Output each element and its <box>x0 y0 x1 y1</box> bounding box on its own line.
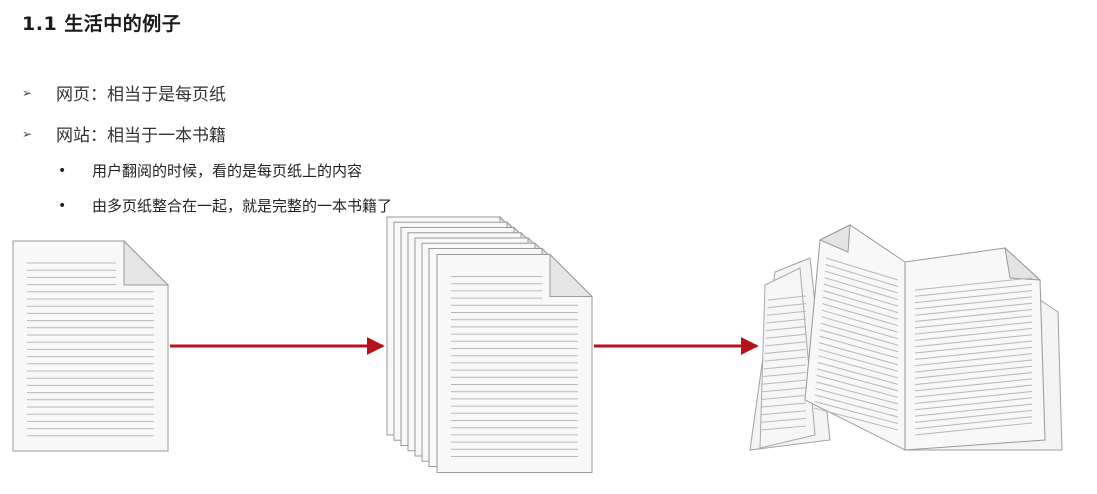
book-text-line <box>815 387 899 411</box>
book-text-line <box>765 341 807 347</box>
sub-bullet-book: • 由多页纸整合在一起，就是完整的一本书籍了 <box>58 195 392 216</box>
arrow-bullet-icon: ➢ <box>22 126 33 141</box>
book-text-line <box>816 368 899 392</box>
bullet-website: ➢ 网站：相当于一本书籍 <box>22 121 226 146</box>
book-text-line <box>813 407 899 431</box>
book-text-line <box>914 315 1033 329</box>
book-text-line <box>819 342 899 366</box>
book-text-line <box>914 296 1033 310</box>
book-text-line <box>818 348 899 372</box>
book-text-line <box>824 277 899 301</box>
book-text-line <box>761 394 807 400</box>
book-text-line <box>823 290 899 314</box>
book-text-line <box>764 349 807 355</box>
book-text-line <box>762 379 807 385</box>
book-text-line <box>817 361 899 385</box>
book-text-line <box>914 372 1033 386</box>
book-text-line <box>763 364 807 370</box>
open-book-icon <box>749 224 1063 451</box>
book-text-line <box>914 378 1033 392</box>
book-text-line <box>764 356 807 362</box>
book-text-line <box>814 400 899 424</box>
book-text-line <box>814 394 899 418</box>
bullet-webpage: ➢ 网页：相当于是每页纸 <box>22 80 226 105</box>
book-text-line <box>822 303 899 327</box>
book-text-line <box>914 346 1033 360</box>
book-text-line <box>819 335 899 359</box>
book-text-line <box>914 353 1033 367</box>
book-text-line <box>762 387 807 393</box>
page-title: 1.1 生活中的例子 <box>22 13 182 35</box>
book-text-line <box>914 416 1033 430</box>
book-text-line <box>914 365 1033 379</box>
book-right-page <box>904 247 1046 451</box>
book-text-line <box>914 397 1033 411</box>
book-text-line <box>763 371 807 377</box>
book-text-line <box>914 340 1033 354</box>
book-text-line <box>821 316 899 340</box>
book-text-line <box>825 257 899 281</box>
book-text-line <box>914 359 1033 373</box>
book-text-line <box>914 327 1033 341</box>
book-text-line <box>914 403 1033 417</box>
book-text-line <box>914 283 1033 297</box>
book-text-line <box>815 381 899 405</box>
book-text-line <box>914 390 1033 404</box>
book-text-line <box>766 318 807 324</box>
document-icon <box>12 239 170 452</box>
book-left-fold <box>818 224 851 253</box>
book-text-line <box>766 326 807 332</box>
bullet-website-text: 网站：相当于一本书籍 <box>56 126 226 146</box>
arrow-bullet-icon: ➢ <box>22 85 33 100</box>
book-right-fold <box>1004 246 1042 281</box>
book-text-line <box>914 277 1033 291</box>
book-text-line <box>914 334 1033 348</box>
stack-front-page <box>436 253 594 473</box>
book-text-line <box>914 309 1033 323</box>
book-text-line <box>767 310 807 316</box>
sub-bullet-book-text: 由多页纸整合在一起，就是完整的一本书籍了 <box>92 197 393 215</box>
book-text-line <box>820 322 899 346</box>
book-text-line <box>823 283 899 307</box>
book-text-line <box>914 422 1033 436</box>
bullet-webpage-text: 网页：相当于是每页纸 <box>56 85 226 105</box>
book-text-line <box>914 321 1033 335</box>
book-text-line <box>820 329 899 353</box>
book-text-line <box>825 264 899 288</box>
page-text-lines <box>27 262 154 437</box>
book-text-line <box>821 309 899 333</box>
page-text-lines <box>451 276 578 457</box>
book-text-line <box>914 290 1033 304</box>
dot-bullet-icon: • <box>58 162 67 179</box>
dot-bullet-icon: • <box>58 197 67 214</box>
book-text-line <box>824 270 899 294</box>
sub-bullet-reading: • 用户翻阅的时候，看的是每页纸上的内容 <box>58 160 362 181</box>
book-text-line <box>760 410 807 416</box>
book-text-line <box>914 384 1033 398</box>
book-text-line <box>760 417 807 423</box>
book-text-line <box>767 295 807 301</box>
book-text-line <box>818 355 899 379</box>
sub-bullet-reading-text: 用户翻阅的时候，看的是每页纸上的内容 <box>92 162 363 180</box>
document-stack-icon <box>386 215 594 473</box>
book-text-line <box>759 425 807 431</box>
book-text-line <box>767 303 807 309</box>
book-text-line <box>914 409 1033 423</box>
single-page <box>12 239 170 452</box>
book-text-line <box>761 402 807 408</box>
book-text-line <box>822 296 899 320</box>
book-text-line <box>765 333 807 339</box>
book-text-line <box>816 374 899 398</box>
book-text-line <box>914 302 1033 316</box>
